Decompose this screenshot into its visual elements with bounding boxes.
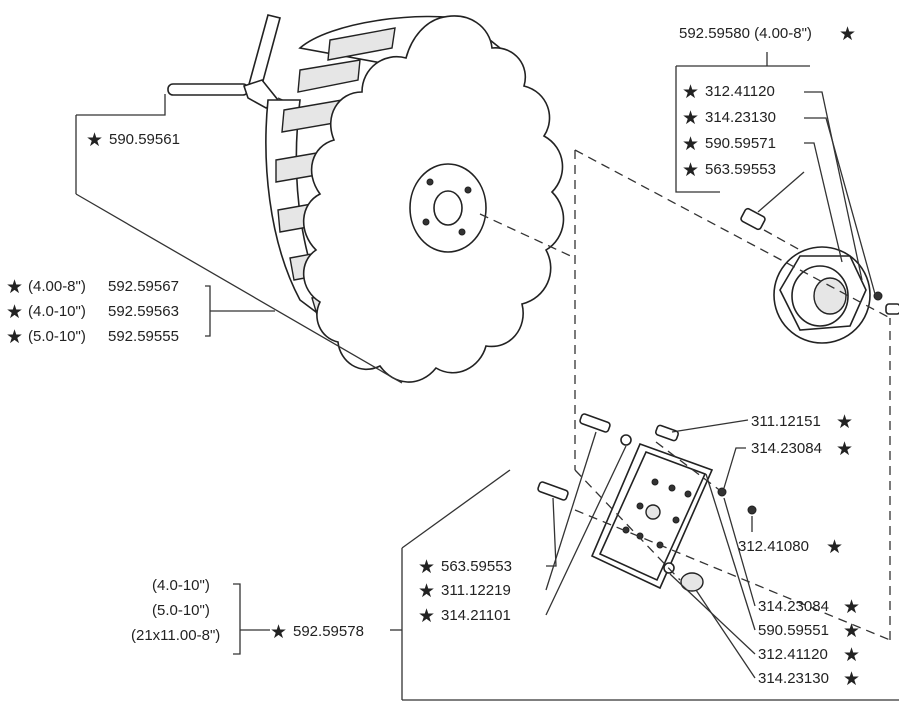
part-number-label: 314.21101 [441,607,511,624]
part-number-label: 312.41120 [705,83,775,100]
part-number-label: 590.59551 [758,622,829,639]
size-label: (4.00-8") [28,278,86,295]
plate-assembly-group: (4.0-10") (5.0-10") (21x11.00-8") ★ 592.… [131,577,364,644]
size-label: (5.0-10") [152,602,210,619]
bracket-bottom-right-list: 314.23084 ★ 590.59551 ★ 312.41120 ★ 314.… [758,597,860,690]
star-icon: ★ [418,557,435,578]
size-label: (21x11.00-8") [131,627,220,644]
bracket-left-list: ★ 563.59553 ★ 311.12219 ★ 314.21101 [418,557,512,627]
star-icon: ★ [86,130,103,151]
guide-lines [574,149,891,640]
star-icon: ★ [6,277,23,298]
star-icon: ★ [843,669,860,690]
part-number-label: 592.59555 [108,328,179,345]
star-icon: ★ [418,581,435,602]
star-icon: ★ [418,606,435,627]
top-right-list: ★ 312.41120 ★ 314.23130 ★ 590.59571 ★ 56… [682,82,776,181]
leader-lines [75,52,899,701]
part-number-label: 590.59561 [109,131,180,148]
star-icon: ★ [843,645,860,666]
part-number-label: 312.41080 [738,538,809,555]
wheel-illustration [265,15,576,383]
label-590-59561: ★ 590.59561 [86,130,180,151]
part-number-label: 592.59563 [108,303,179,320]
star-icon: ★ [682,108,699,129]
mounting-plate-illustration [537,413,891,641]
part-number-label: 312.41120 [758,646,828,663]
star-icon: ★ [843,597,860,618]
part-number-label: 314.23130 [705,109,776,126]
star-icon: ★ [839,24,856,45]
size-label: (4.0-10") [152,577,210,594]
star-icon: ★ [843,621,860,642]
part-number-label: 563.59553 [441,558,512,575]
star-icon: ★ [682,160,699,181]
star-icon: ★ [836,439,853,460]
part-number-label: 311.12151 [751,413,821,430]
part-number-label: 592.59567 [108,278,179,295]
part-number-label: 592.59580 (4.00-8") [679,25,812,42]
size-label: (5.0-10") [28,328,86,345]
star-icon: ★ [826,537,843,558]
star-icon: ★ [836,412,853,433]
bracket-right-list: 311.12151 ★ 314.23084 ★ 312.41080 ★ [738,412,853,558]
hub-assembly-illustration [740,207,899,344]
star-icon: ★ [6,327,23,348]
part-number-label: 314.23084 [758,598,829,615]
label-592-59580: 592.59580 (4.00-8") ★ [679,24,856,45]
part-number-label: 592.59578 [293,623,364,640]
part-number-label: 311.12219 [441,582,511,599]
size-label: (4.0-10") [28,303,86,320]
star-icon: ★ [270,622,287,643]
star-icon: ★ [682,82,699,103]
star-icon: ★ [6,302,23,323]
part-number-label: 314.23130 [758,670,829,687]
part-number-label: 314.23084 [751,440,822,457]
valve-stem-tool [167,14,301,109]
part-number-label: 563.59553 [705,161,776,178]
wheel-group-list: ★ (4.00-8") 592.59567 ★ (4.0-10") 592.59… [6,277,179,348]
part-number-label: 590.59571 [705,135,776,152]
star-icon: ★ [682,134,699,155]
